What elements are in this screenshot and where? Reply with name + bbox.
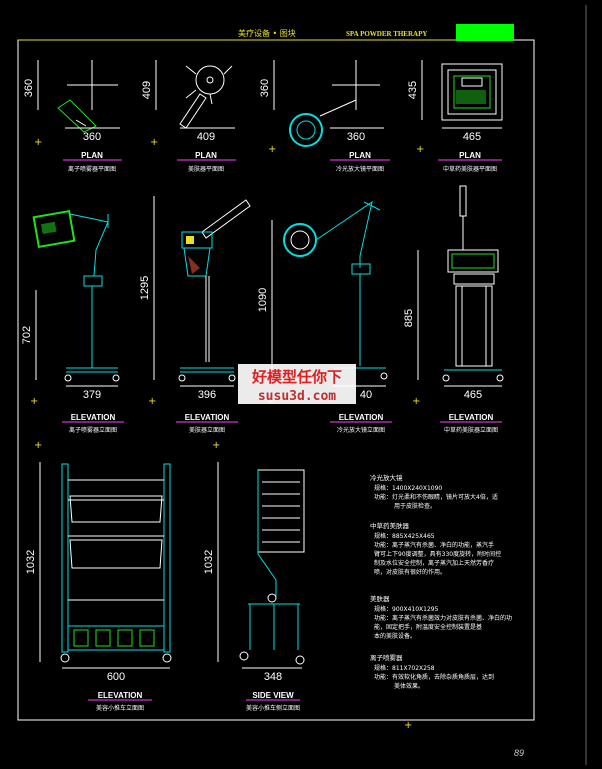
title-elev-4: ELEVATION: [449, 413, 494, 422]
trolley-side-view: [239, 469, 305, 665]
dim-elev-1-w: 379: [83, 389, 101, 401]
elevation-herbal-device: [442, 185, 504, 382]
title-plan-3: PLAN: [349, 151, 371, 160]
subtitle-trolley-front: 美容小推车立面图: [96, 704, 144, 712]
note-line: 制及水位安全控制，离子蒸汽加上天然芳香疗: [374, 559, 494, 567]
subtitle-elev-3: 冷光放大镜立面图: [337, 426, 385, 434]
notes-block: 冷光放大镜 规格：1400X240X1090 功能：灯光柔和不伤眼睛，镜片可放大…: [370, 473, 512, 690]
note-line: 规格：1400X240X1090: [374, 484, 442, 492]
dim-plan-1-h: 360: [23, 79, 35, 97]
note-title: 离子喷雾器: [370, 653, 403, 662]
watermark-line2: susu3d.com: [258, 389, 336, 404]
dim-elev-2-h: 1295: [139, 276, 151, 300]
title-elev-1: ELEVATION: [71, 413, 116, 422]
crosshair-mark: +: [34, 137, 42, 148]
subtitle-plan-2: 美肤器平面图: [188, 165, 224, 173]
note-title: 美肤器: [370, 594, 390, 603]
crosshair-mark: +: [148, 396, 156, 407]
subtitle-plan-4: 中草药美肤器平面图: [443, 165, 497, 173]
title-trolley-side: SIDE VIEW: [252, 691, 294, 700]
plan-magnifier: [289, 60, 380, 147]
crosshair-mark: +: [416, 144, 424, 155]
note-line: 规格：885X425X465: [374, 532, 435, 540]
header-accent-block: [456, 24, 514, 41]
dim-plan-4-h: 435: [407, 81, 419, 99]
note-line: 功能：灯光柔和不伤眼睛，镜片可放大4倍，适: [374, 493, 498, 501]
subtitle-elev-4: 中草药美肤器立面图: [444, 426, 498, 434]
plan-skin-device: [179, 65, 233, 129]
header-title-en: SPA POWDER THERAPY: [346, 30, 427, 38]
elevation-skin-device: [178, 199, 251, 382]
dim-plan-2-h: 409: [141, 81, 153, 99]
note-line: 能，固定把手，附温度安全控制装置是基: [374, 623, 482, 631]
dim-elev-1-h: 702: [21, 326, 33, 344]
crosshair-mark: +: [30, 396, 38, 407]
note-line: 本的美肤设备。: [374, 632, 416, 640]
note-line: 规格：811X702X258: [374, 664, 435, 672]
subtitle-plan-1: 离子喷雾器平面图: [68, 165, 116, 173]
elevation-magnifier: [283, 200, 388, 380]
dim-trolley-front-h: 1032: [25, 550, 37, 574]
title-elev-2: ELEVATION: [185, 413, 230, 422]
subtitle-plan-3: 冷光放大镜平面图: [336, 165, 384, 173]
plan-herbal-device: [441, 63, 503, 121]
dim-plan-2-w: 409: [197, 131, 215, 143]
title-plan-1: PLAN: [81, 151, 103, 160]
crosshair-mark: +: [150, 137, 158, 148]
dim-elev-3-w: 40: [360, 389, 372, 401]
dim-plan-1-w: 360: [83, 131, 101, 143]
dim-elev-2-w: 396: [198, 389, 216, 401]
note-line: 用于皮肤检查。: [394, 502, 436, 510]
crosshair-mark: +: [412, 396, 420, 407]
subtitle-trolley-side: 美容小推车侧立面图: [246, 704, 300, 712]
page-number: 89: [514, 748, 524, 758]
dim-trolley-side-w: 348: [264, 671, 282, 683]
dim-plan-3-h: 360: [259, 79, 271, 97]
title-trolley-front: ELEVATION: [98, 691, 143, 700]
subtitle-elev-2: 美肤器立面图: [189, 426, 225, 434]
elevation-ion-sprayer: [32, 209, 120, 382]
dim-plan-3-w: 360: [347, 131, 365, 143]
note-title: 冷光放大镜: [370, 473, 403, 482]
note-line: 喷，对皮肤有很好的作用。: [374, 568, 446, 576]
note-line: 规格：900X410X1295: [374, 605, 439, 613]
dim-trolley-front-w: 600: [107, 671, 125, 683]
title-plan-2: PLAN: [195, 151, 217, 160]
trolley-front-view: [60, 463, 172, 663]
subtitle-elev-1: 离子喷雾器立面图: [69, 426, 117, 434]
crosshair-mark: +: [268, 144, 276, 155]
note-line: 功能：离子蒸汽有杀菌效力对皮肤有杀菌、净白的功: [374, 614, 512, 622]
crosshair-mark: +: [404, 720, 412, 731]
dim-elev-4-w: 465: [464, 389, 482, 401]
watermark-line1: 好模型任你下: [251, 368, 342, 386]
dim-elev-4-h: 885: [403, 309, 415, 327]
crosshair-mark: +: [212, 440, 220, 451]
note-line: 臂可上下90度调整，具有330度旋转，附时间控: [374, 550, 501, 558]
watermark-box: [238, 364, 356, 404]
note-line: 美体效果。: [394, 682, 424, 690]
note-title: 中草药美肤器: [370, 521, 410, 530]
title-elev-3: ELEVATION: [339, 413, 384, 422]
note-line: 功能：离子蒸汽有杀菌、净白的功能，蒸汽手: [374, 541, 494, 549]
dim-plan-4-w: 465: [463, 131, 481, 143]
header-title-cn: 美疗设备 • 图块: [238, 28, 296, 38]
dim-trolley-side-h: 1032: [203, 550, 215, 574]
crosshair-mark: +: [34, 440, 42, 451]
plan-ion-sprayer: [57, 60, 118, 133]
title-plan-4: PLAN: [459, 151, 481, 160]
dim-elev-3-h: 1090: [257, 288, 269, 312]
note-line: 功能：有效软化角质，去除杂质角质层，达到: [374, 673, 494, 681]
